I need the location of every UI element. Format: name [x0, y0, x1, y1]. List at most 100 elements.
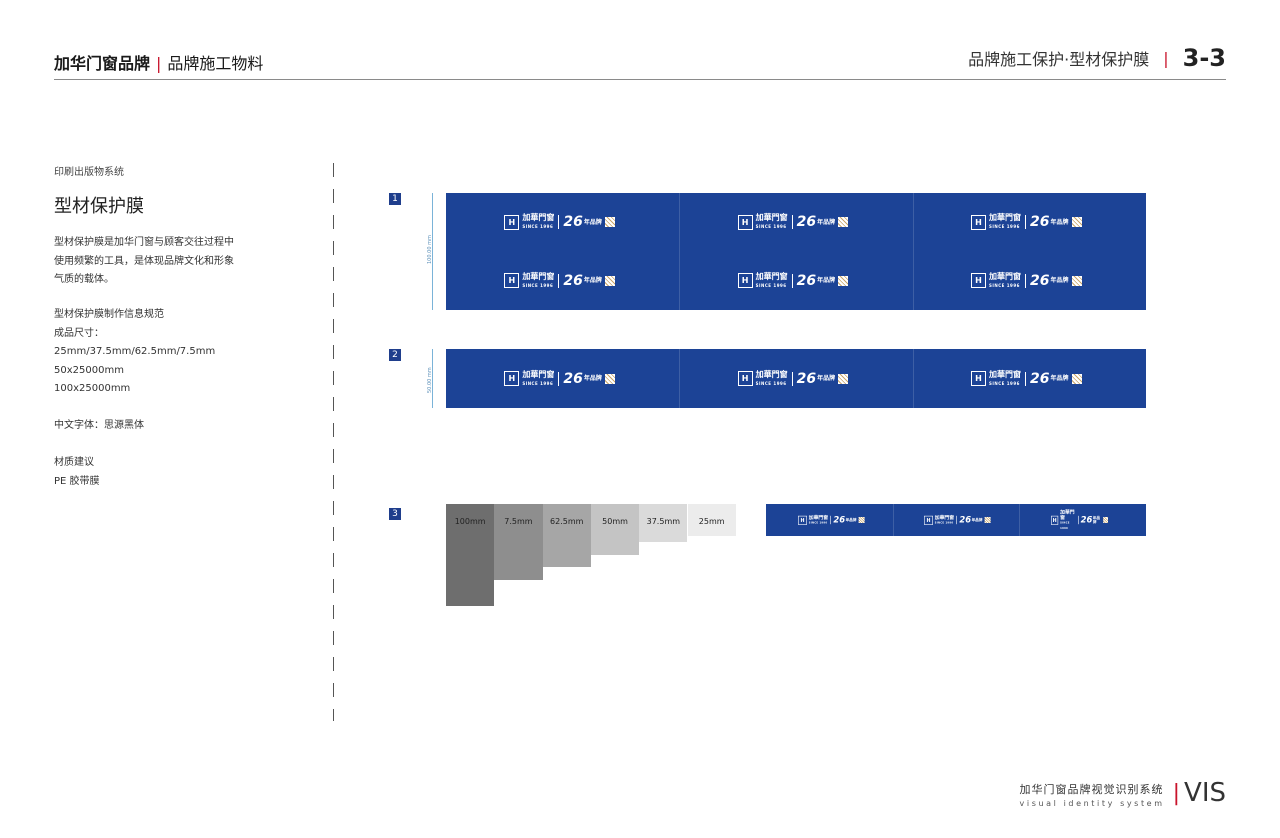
- logo-years: 26: [796, 214, 817, 231]
- qr-code-icon: [838, 275, 849, 286]
- footer-vis-label: VIS: [1184, 778, 1226, 808]
- dimension-label-1: 100.00 mm: [427, 235, 433, 264]
- logo-years: 26: [1080, 515, 1093, 525]
- sample-marker-1: 1: [389, 193, 401, 205]
- width-label: 25mm: [698, 517, 725, 526]
- logo-since: SINCE 1996: [755, 282, 787, 288]
- logo-tag: 年品牌: [845, 517, 857, 523]
- qr-code-icon: [1071, 217, 1082, 228]
- logo-divider: [791, 215, 793, 230]
- logo-since: SINCE 1996: [755, 224, 787, 230]
- logo-since: SINCE 1996: [935, 521, 954, 525]
- logo-years: 26: [563, 272, 583, 289]
- logo-tag: 年品牌: [583, 277, 602, 285]
- qr-code-icon: [604, 217, 615, 228]
- width-swatch: 25mm: [687, 504, 736, 536]
- header-subtitle: 品牌施工物料: [167, 54, 264, 73]
- width-label: 100mm: [454, 517, 486, 526]
- logo-years: 26: [563, 370, 583, 387]
- header-brand-title: 加华门窗品牌 | 品牌施工物料: [54, 50, 263, 74]
- material-label: 材质建议: [54, 457, 94, 468]
- logo-divider: [1025, 273, 1026, 288]
- dimension-line-2: [432, 349, 433, 408]
- sample-marker-3: 3: [389, 508, 401, 520]
- logo-divider: [1025, 371, 1026, 386]
- logo-mark-icon: H: [504, 273, 520, 289]
- logo-tag: 年品牌: [817, 277, 836, 285]
- logo-since: SINCE 1996: [989, 224, 1020, 230]
- header-rule: [54, 79, 1226, 80]
- width-swatch: 37.5mm: [639, 504, 688, 542]
- logo-divider: [1025, 215, 1026, 230]
- spacer: [54, 399, 215, 418]
- logo-mark-icon: H: [1051, 515, 1059, 525]
- band-divider: [679, 193, 681, 310]
- logo-years: 26: [1030, 370, 1050, 387]
- logo-years: 26: [563, 214, 583, 231]
- logo-years: 26: [959, 515, 972, 525]
- footer-system-en: visual identity system: [1019, 799, 1165, 808]
- qr-code-icon: [1103, 517, 1109, 523]
- qr-code-icon: [984, 517, 991, 523]
- logo-years: 26: [833, 515, 845, 525]
- logo-mark-icon: H: [971, 214, 986, 230]
- logo-mark-icon: H: [797, 515, 807, 525]
- logo-mark-icon: H: [971, 371, 986, 386]
- footer-system-cn: 加华门窗品牌视觉识别系统: [1019, 783, 1164, 796]
- width-label: 62.5mm: [550, 517, 584, 526]
- header-separator: |: [156, 54, 162, 73]
- logo-since: SINCE 1996: [989, 282, 1020, 288]
- qr-code-icon: [1071, 373, 1082, 384]
- logo-tag: 年品牌: [817, 218, 836, 226]
- logo-years: 26: [796, 272, 817, 289]
- logo-divider: [956, 515, 958, 525]
- logo-years: 26: [796, 370, 817, 387]
- footer-system-name: 加华门窗品牌视觉识别系统 visual identity system: [1020, 778, 1165, 808]
- logo-mark-icon: H: [504, 371, 520, 386]
- width-swatch: 50mm: [590, 504, 640, 555]
- logo-years: 26: [1030, 214, 1050, 231]
- logo-divider: [558, 273, 560, 288]
- logo-tag: 年品牌: [1092, 515, 1101, 525]
- sample-marker-2: 2: [389, 349, 401, 361]
- band-divider: [1019, 504, 1021, 536]
- material-value: PE 胶带膜: [54, 475, 100, 487]
- band-divider: [679, 349, 681, 408]
- logo-since: SINCE 1996: [522, 224, 554, 230]
- band-divider: [892, 504, 894, 536]
- qr-code-icon: [604, 275, 615, 286]
- logo-divider: [830, 515, 831, 525]
- logo-tag: 年品牌: [1050, 218, 1069, 226]
- logo-since: SINCE 1996: [989, 380, 1020, 386]
- font-label: 中文字体：思源黑体: [54, 420, 144, 431]
- width-swatch: 62.5mm: [542, 504, 591, 567]
- band-divider: [912, 349, 914, 408]
- page-title: 型材保护膜: [54, 196, 144, 217]
- size-value-1: 25mm/37.5mm/62.5mm/7.5mm: [54, 346, 216, 357]
- logo-tag: 年品牌: [972, 517, 983, 523]
- qr-code-icon: [838, 373, 849, 384]
- qr-code-icon: [838, 217, 849, 228]
- brand-name: 加华门窗品牌: [54, 54, 151, 73]
- width-label: 37.5mm: [646, 517, 681, 526]
- logo-since: SINCE 1996: [1060, 521, 1070, 530]
